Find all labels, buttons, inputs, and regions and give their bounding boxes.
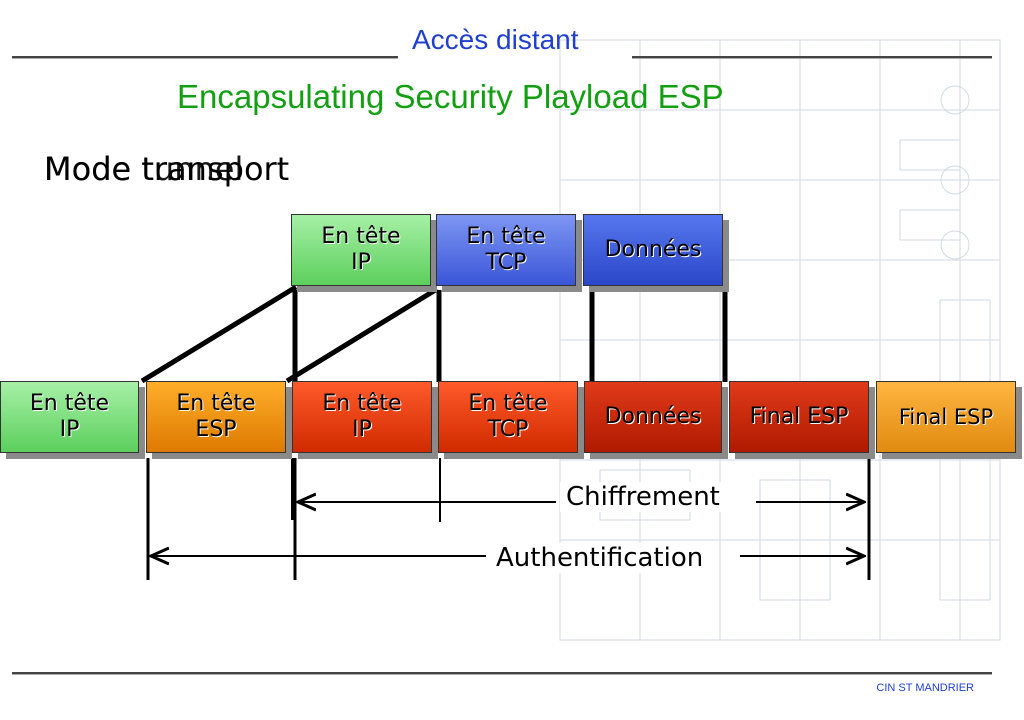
bottom-data-box: Données [584,381,722,453]
final-esp-auth-box: Final ESP [876,381,1016,453]
top-tcp-header-line1: En tête [466,224,546,249]
mode-label-tunnel: Mode tunnel [44,150,244,188]
esp-header-line2: ESP [195,417,237,442]
final-esp-auth-label: Final ESP [898,405,994,429]
final-esp-box: Final ESP [729,381,869,453]
top-data-box: Données [583,214,723,286]
bottom-data-label: Données [604,404,702,429]
header-rule-right [632,56,992,59]
inner-ip-header-line1: En tête [322,391,402,416]
footer-org: CIN ST MANDRIER [876,682,974,694]
top-ip-header-line2: IP [351,250,371,275]
inner-ip-header-line2: IP [352,417,372,442]
mode-label-transport: Mode transport [44,150,290,188]
authentication-label: Authentification [490,543,710,573]
page-title: Accès distant [412,24,579,55]
bottom-ip-header-line1: En tête [29,391,110,416]
header-rule-left [12,56,398,59]
bottom-ip-header-line2: IP [59,417,80,442]
page-subtitle: Encapsulating Security Playload ESP [177,78,724,115]
encryption-label: Chiffrement [560,482,726,512]
footer-rule [12,672,992,675]
top-data-label: Données [604,237,702,262]
esp-header-line1: En tête [176,391,256,416]
final-esp-label: Final ESP [749,404,849,429]
inner-tcp-header-line1: En tête [468,391,548,416]
top-tcp-header-line2: TCP [485,250,527,275]
top-ip-header-line1: En tête [321,224,401,249]
inner-tcp-header-line2: TCP [487,417,529,442]
